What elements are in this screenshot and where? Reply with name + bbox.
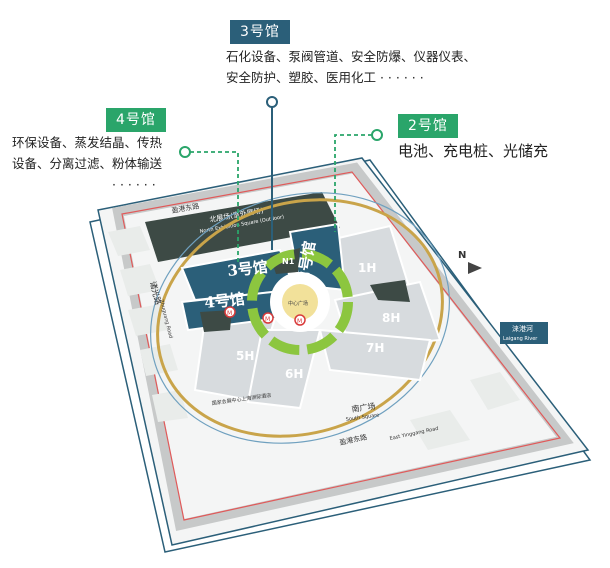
hall-3-label: 3号馆 [227,258,269,280]
connector-e [370,280,410,302]
hall-1h-label: 1H [358,261,376,275]
hall4-description-line: 环保设备、蒸发结晶、传热 [12,135,163,150]
hall4-leader-dot [179,146,191,158]
metro-icon: M [294,314,306,326]
svg-text:N: N [458,250,466,261]
hall4-description-line: · · · · · · [112,177,156,192]
green-block [108,226,150,256]
center-square-label: 中心广场 [288,300,308,307]
hall-4-label: 4号馆 [204,290,246,312]
hall4-leader-line [190,151,239,262]
svg-text:M: M [265,316,270,323]
green-block [152,390,188,422]
hall3-description-line: 石化设备、泵阀管道、安全防爆、仪器仪表、 [226,49,477,64]
center-plaza-ring [247,249,353,355]
hall-5h-label: 5H [236,349,254,363]
green-block [410,410,470,450]
hall4-tag: 4号馆 [106,108,166,132]
inner-loop-road-blue [150,192,450,444]
hall2-leader-dot [371,129,383,141]
svg-text:M: M [227,310,232,317]
metro-icon: M [262,312,274,324]
north-arrow-icon: N [458,250,482,274]
metro-icon: M [224,306,236,318]
hall2-description: 电池、充电桩、光储充 [398,140,548,162]
hall2-tag: 2号馆 [398,114,458,138]
north-square-block [145,192,340,262]
center-plaza-inner [282,284,318,320]
hall4-description-line: 设备、分离过滤、粉体输送 [12,156,163,171]
north-hall-label: N1 [282,257,295,266]
hall3-tag: 3号馆 [230,20,290,44]
connector-sw [200,310,232,332]
hall-8h-label: 8H [382,311,400,325]
south-square-label: 南广场 [351,401,376,414]
hall-6h-label: 6H [285,367,303,381]
hall-7h-label: 7H [366,341,384,355]
hall2-description-line: 电池、充电桩、光储充 [398,142,549,160]
hall2-leader-line [334,134,372,232]
river-label: 涞港河 [512,324,533,333]
green-block [470,372,520,410]
river-label-box [500,322,548,344]
hall3-leader-dot [266,96,278,108]
inner-loop-road [156,198,444,438]
south-square-label-en: South Square [345,412,379,423]
hall3-description-line: 安全防护、塑胶、医用化工 · · · · · · [226,70,424,85]
hall-7h [318,328,432,382]
svg-text:M: M [297,318,302,325]
river-label-en: Laigang River [503,336,538,342]
green-block [140,344,178,376]
green-block [120,264,160,296]
hall3-description: 石化设备、泵阀管道、安全防爆、仪器仪表、 安全防护、塑胶、医用化工 · · · … [226,46,476,88]
hall4-description: 环保设备、蒸发结晶、传热 设备、分离过滤、粉体输送 · · · · · · [12,132,162,195]
